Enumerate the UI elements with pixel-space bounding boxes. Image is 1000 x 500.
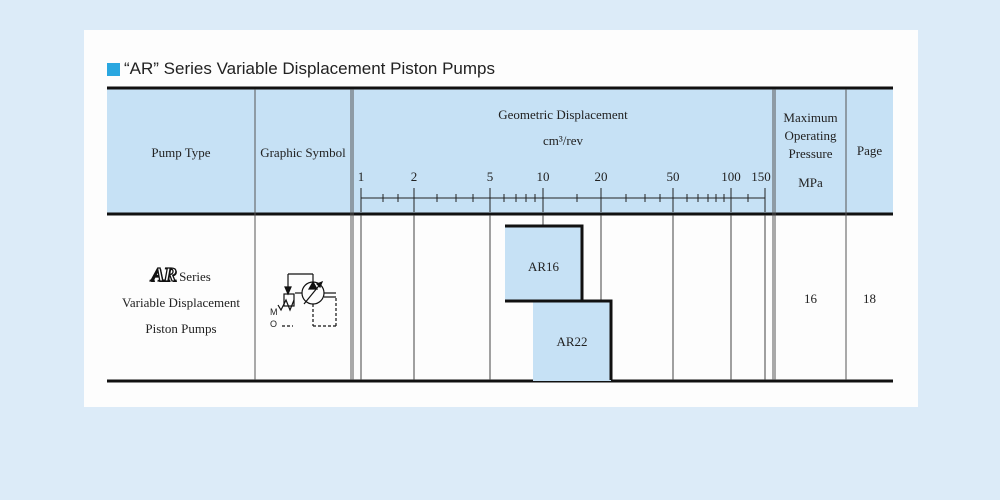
header-displacement-unit: cm³/rev: [543, 133, 583, 148]
pressure-value: 16: [804, 291, 817, 306]
title-text: “AR” Series Variable Displacement Piston…: [124, 59, 495, 78]
header-graphic-symbol: Graphic Symbol: [260, 145, 346, 160]
pump-name-line1: Variable Displacement: [121, 295, 241, 310]
tick-label: 2: [410, 169, 418, 184]
tick-label: 100: [721, 169, 741, 184]
page-value: 18: [863, 291, 876, 306]
header-page: Page: [856, 143, 883, 158]
column-lines: [254, 89, 847, 380]
pump-symbol-icon: [277, 273, 337, 327]
bar-label-ar16: AR16: [527, 259, 560, 274]
scale-axis: [360, 188, 766, 212]
bar-label-ar22: AR22: [556, 334, 588, 349]
tick-label: 5: [486, 169, 494, 184]
tick-label: 1: [357, 169, 365, 184]
tick-label: 20: [594, 169, 608, 184]
symbol-m-label: M: [270, 307, 278, 317]
tick-label: 50: [666, 169, 680, 184]
header-max-pressure-2: Operating: [784, 128, 837, 143]
header-pressure-unit: MPa: [798, 175, 823, 190]
header-pump-type: Pump Type: [151, 145, 211, 160]
pump-name-line2: Piston Pumps: [145, 321, 217, 336]
ar-logo: AR: [150, 263, 177, 286]
header-max-pressure-3: Pressure: [788, 146, 833, 161]
page-title: “AR” Series Variable Displacement Piston…: [107, 58, 495, 80]
series-text: Series: [179, 269, 211, 284]
symbol-o-label: O: [270, 319, 278, 329]
header-background: [107, 88, 893, 214]
pump-type-cell: AR Series Variable Displacement Piston P…: [107, 262, 255, 342]
bar-ar16: [505, 224, 584, 301]
bar-ar22: [505, 299, 613, 381]
tick-label: 150: [751, 169, 771, 184]
header-max-pressure-1: Maximum: [783, 110, 838, 125]
tick-label: 10: [536, 169, 550, 184]
title-marker: [107, 62, 120, 76]
header-geometric-displacement: Geometric Displacement: [498, 107, 628, 122]
